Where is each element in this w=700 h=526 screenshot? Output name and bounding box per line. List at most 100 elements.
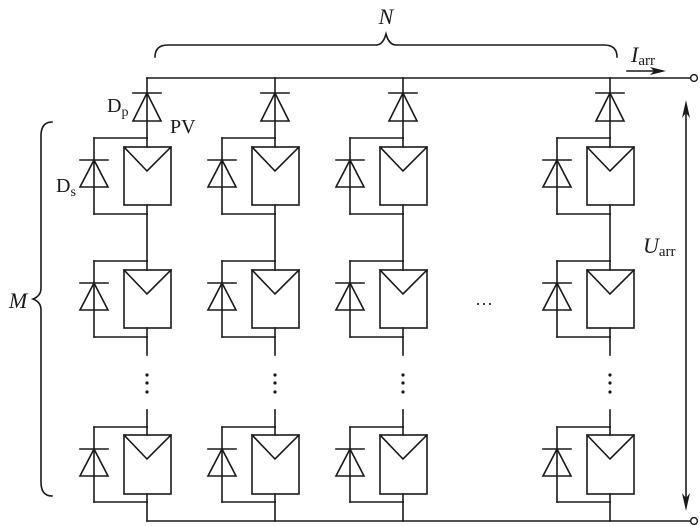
pv-strings (78, 77, 636, 522)
ellipsis-dot (273, 381, 277, 385)
pv-module (250, 433, 301, 495)
pv-module-symbol (250, 268, 301, 296)
bypass-diode (206, 281, 238, 311)
diode-triangle (541, 281, 573, 311)
diode-triangle (334, 158, 366, 188)
pv-module-body (586, 146, 635, 206)
pv-string-1 (78, 77, 173, 522)
diode-triangle (541, 447, 573, 477)
bypass-diode (541, 447, 573, 477)
pv-module-symbol (378, 433, 429, 461)
bypass-diode (334, 447, 366, 477)
pv-module-cell (78, 426, 173, 503)
current-arrow (626, 67, 666, 75)
diode-triangle (131, 91, 163, 122)
bypass-diode (206, 447, 238, 477)
bypass-diode (78, 281, 110, 311)
diode-triangle (78, 281, 110, 311)
ellipsis-dot (401, 381, 405, 385)
blocking-diode (387, 91, 419, 122)
m-label: M (8, 288, 29, 313)
ellipsis-dot (145, 381, 149, 385)
pv-module (122, 433, 173, 495)
pv-module-cell (334, 426, 429, 503)
bypass-diode-label: Ds (56, 175, 76, 200)
positive-terminal (689, 73, 699, 83)
voltage-arrow (682, 100, 690, 511)
bypass-diode (334, 281, 366, 311)
ellipsis-dot (273, 390, 277, 394)
pv-module (122, 145, 173, 206)
ellipsis-dot (145, 373, 149, 377)
current-label: Iarr (630, 42, 655, 69)
diode-triangle (206, 447, 238, 477)
ellipsis-dot (608, 390, 612, 394)
pv-module (378, 268, 429, 329)
bypass-diode (78, 447, 110, 477)
pv-module-body (251, 434, 300, 495)
n-label: N (378, 4, 395, 29)
pv-module-cell (541, 137, 636, 215)
diode-triangle (594, 91, 626, 122)
diode-triangle (334, 447, 366, 477)
pv-module (378, 433, 429, 495)
diode-triangle (206, 281, 238, 311)
pv-module-symbol (585, 433, 636, 461)
pv-module-body (586, 434, 635, 495)
ellipsis-dot (608, 373, 612, 377)
diode-triangle (334, 281, 366, 311)
diode-triangle (78, 447, 110, 477)
pv-module-symbol (122, 268, 173, 296)
blocking-diode-label: Dp (107, 95, 128, 120)
ellipsis-dot (608, 381, 612, 385)
pv-module (585, 433, 636, 495)
voltage-label: Uarr (643, 233, 676, 260)
pv-module (250, 145, 301, 206)
pv-module-body (379, 434, 428, 495)
pv-string-3 (334, 77, 429, 522)
pv-module (250, 268, 301, 329)
blocking-diode (594, 91, 626, 122)
bypass-diode (541, 158, 573, 188)
ellipsis-dot (145, 390, 149, 394)
pv-module (585, 145, 636, 206)
pv-module-cell (206, 260, 301, 338)
diode-triangle (541, 158, 573, 188)
pv-module-symbol (250, 433, 301, 461)
pv-module-body (379, 146, 428, 206)
pv-module (378, 145, 429, 206)
pv-module-symbol (122, 433, 173, 461)
pv-module-cell (334, 137, 429, 215)
bypass-diode (78, 158, 110, 188)
m-brace (30, 121, 53, 497)
ellipsis-dot (401, 373, 405, 377)
pv-module-symbol (585, 268, 636, 296)
pv-module-symbol (122, 145, 173, 173)
ellipsis-dot (401, 390, 405, 394)
bypass-diode (334, 158, 366, 188)
blocking-diode (259, 91, 291, 122)
pv-string-2 (206, 77, 301, 522)
pv-module-body (251, 146, 300, 206)
pv-module-cell (206, 426, 301, 503)
pv-module-symbol (378, 268, 429, 296)
pv-module (585, 268, 636, 329)
pv-label: PV (170, 116, 196, 138)
pv-module-body (379, 269, 428, 329)
pv-module-symbol (250, 145, 301, 173)
blocking-diode (131, 91, 163, 122)
pv-module-cell (206, 137, 301, 215)
pv-module-cell (541, 260, 636, 338)
pv-module-cell (541, 426, 636, 503)
diode-triangle (259, 91, 291, 122)
pv-module-body (586, 269, 635, 329)
pv-module-cell (78, 137, 173, 215)
pv-module-body (123, 434, 172, 495)
n-brace (154, 30, 618, 58)
bypass-diode (206, 158, 238, 188)
diode-triangle (78, 158, 110, 188)
ellipsis-dot (273, 373, 277, 377)
pv-module (122, 268, 173, 329)
bypass-diode (541, 281, 573, 311)
